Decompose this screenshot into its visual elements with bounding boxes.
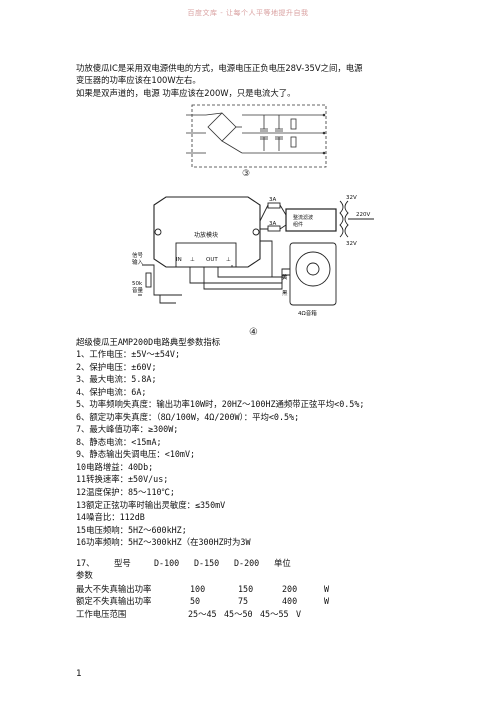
table-cell: 45～55 (260, 609, 289, 619)
table-cell: V (296, 609, 302, 619)
table-cell: 75 (238, 596, 249, 607)
voltage-2: 32V (346, 241, 357, 247)
table-cell: 额定不失真输出功率 (76, 596, 152, 607)
amp-title: 功放模块 (194, 231, 218, 239)
spec-item: 14噪音比：112dB (76, 512, 145, 522)
spec-item: 6、额定功率失真度：（8Ω/100W，4Ω/200W）：平均<0.5%; (76, 412, 300, 422)
rectifier-schematic: ③ (186, 104, 327, 177)
table-cell: 100 (190, 584, 206, 594)
spec-item: 10电路增益：40Db; (76, 462, 154, 472)
spec-item: 3、最大电流：5.8A; (76, 374, 157, 384)
table-header-row-2: 参数 (76, 569, 291, 581)
mains-voltage: 220V (356, 212, 370, 218)
page-number: 1 (76, 669, 82, 679)
voltage-1: 32V (346, 195, 357, 201)
table-cell: 150 (238, 584, 254, 594)
table-cell: 45～50 (224, 609, 253, 619)
intro-line-2: 变压器的功率应该在100W左右。 (76, 75, 201, 85)
wiring-diagram: 功放模块 IN ⊥ OUT ⊥ 3A 3A 整流滤波组件 32V 32V 220… (132, 195, 374, 337)
table-cell: D-200 (234, 558, 260, 568)
spec-item: 1、工作电压：±5V～±54V; (76, 349, 181, 359)
spec-item: 11转换速率：±50V/us; (76, 474, 169, 484)
table-cell: W (324, 584, 330, 594)
spec-item: 7、最大峰值功率：≥300W; (76, 424, 179, 434)
table-cell: 50 (190, 596, 201, 607)
table-cell: 工作电压范围 (76, 609, 127, 619)
table-cell: 型号 (114, 558, 131, 568)
table-cell: 25～45 (188, 609, 217, 619)
table-cell: 最大不失真输出功率 (76, 584, 152, 594)
spec-item: 2、保护电压：±60V; (76, 362, 157, 372)
spec-item: 15电压频响：5HZ～600kHZ; (76, 525, 187, 535)
table-cell: 17、 (76, 558, 95, 568)
page-header: 百度文库 - 让每个人平等地提升自我 (187, 9, 309, 17)
intro-line-1: 功放傻瓜IC是采用双电源供电的方式，电源电压正负电压28V-35V之间，电源 (76, 63, 363, 73)
spec-item: 4、保护电流：6A; (76, 387, 147, 397)
table-header-row: 17、 型号 D-100 D-150 D-200 单位 (76, 557, 291, 569)
table-cell: W (324, 596, 330, 607)
spec-item: 9、静态输出失调电压：<10mV; (76, 449, 196, 459)
table-cell: 200 (282, 584, 298, 594)
fig2-label: ④ (249, 327, 258, 337)
fig1-label: ③ (242, 169, 250, 177)
pin-in: IN (176, 257, 182, 263)
pin-gnd-2: ⊥ (226, 257, 231, 263)
pin-gnd-1: ⊥ (190, 257, 195, 263)
table-cell: 单位 (274, 558, 291, 568)
table-cell: 400 (282, 596, 298, 607)
table-cell: D-100 (154, 558, 180, 568)
model-spec-table: 17、 型号 D-100 D-150 D-200 单位 参数 (76, 557, 291, 582)
wire-yellow: 黄 (282, 273, 288, 281)
model-spec-voltage: 工作电压范围 25～45 45～50 45～55 V (76, 608, 301, 620)
wire-black: 黑 (282, 290, 288, 297)
spec-item: 5、功率频响失真度：输出功率10W时，20HZ～100HZ通频带正弦平均<0.5… (76, 399, 365, 409)
fuse-a-label: 3A (269, 197, 276, 203)
pin-out: OUT (206, 257, 218, 263)
speaker-label: 4Ω音箱 (298, 309, 317, 317)
spec-item: 12温度保护：85～110℃; (76, 487, 175, 497)
table-row: 最大不失真输出功率 100 150 200 W (76, 583, 329, 595)
spec-item: 8、静态电流：<15mA; (76, 437, 162, 447)
table-row: 工作电压范围 25～45 45～50 45～55 V (76, 608, 301, 620)
fuse-b-label: 3A (269, 221, 276, 227)
rectifier-title: 整流滤波组件 (293, 214, 313, 228)
model-spec-values: 最大不失真输出功率 100 150 200 W 额定不失真输出功率 50 75 … (76, 583, 329, 608)
signal-input-label: 信号输入 (132, 251, 144, 266)
table-row: 额定不失真输出功率 50 75 400 W (76, 595, 329, 607)
table-cell: D-150 (194, 558, 220, 568)
table-cell: 参数 (76, 570, 93, 581)
spec-title: 超级傻瓜王AMP200D电路典型参数指标 (76, 337, 221, 347)
spec-item: 16功率频响：5HZ～300kHZ（在300HZ时为3W (76, 537, 251, 547)
intro-line-3: 如果是双声道的，电源 功率应该在200W，只是电流大了。 (76, 88, 296, 98)
spec-item: 13额定正弦功率时输出灵敏度：≤350mV (76, 500, 226, 510)
